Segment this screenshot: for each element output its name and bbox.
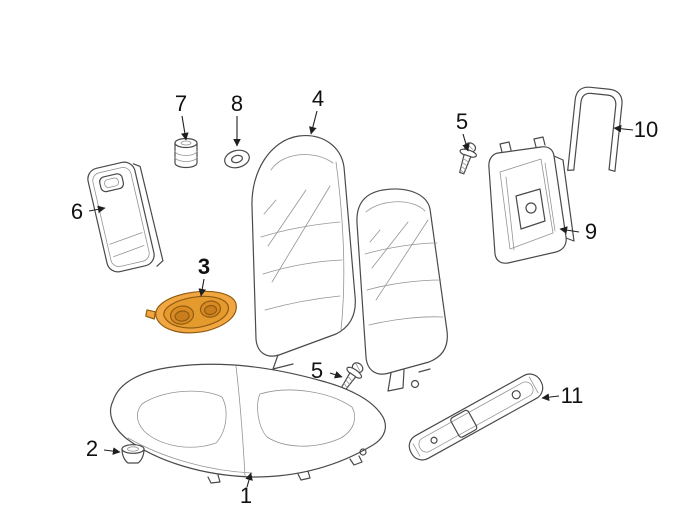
callout-arrow-5a [462,133,470,152]
cup-recess-right-bottom [204,304,218,316]
callout-label-6: 6 [70,199,84,224]
callout-label-5b: 5 [310,358,324,383]
part-11-trim-rail-drawing [408,373,544,461]
callout-arrow-9 [559,226,580,234]
callout-label-7: 7 [174,91,188,116]
callout-arrow-4 [309,110,318,135]
part-2-clip-drawing [121,444,145,464]
cup-recess-left-bottom [174,310,190,322]
callout-label-4: 4 [311,86,325,111]
callout-label-5a: 5 [455,109,469,134]
callout-label-8: 8 [230,91,244,116]
callout-arrow-7 [181,115,189,141]
callout-arrow-2 [103,447,121,455]
part-9-latch-panel-drawing [488,136,575,264]
part-3-cup-holder-drawing [145,290,237,334]
callout-label-11: 11 [560,383,584,408]
part-10-u-frame-drawing [567,86,623,172]
cup-holder-tab [145,309,156,320]
callout-arrows [88,110,634,488]
callout-label-9: 9 [584,219,598,244]
callout-label-10: 10 [633,117,659,142]
part-6-side-panel-drawing [87,161,164,273]
callout-label-1: 1 [239,483,253,508]
callout-arrow-1 [245,472,253,488]
callout-arrow-10 [613,124,634,133]
part-7-bumper-drawing [174,137,198,169]
callout-arrow-5b [329,371,343,379]
callout-arrow-3 [198,278,207,297]
callout-arrow-6 [88,205,106,214]
callout-arrow-11 [541,393,560,401]
callout-label-2: 2 [85,436,99,461]
part-1-seat-cushion-drawing [109,363,387,484]
callout-label-3: 3 [197,254,211,279]
part-5b-screw-drawing [340,362,364,392]
part-4-seat-back-drawing [251,134,448,392]
part-8-grommet-drawing [224,149,250,169]
